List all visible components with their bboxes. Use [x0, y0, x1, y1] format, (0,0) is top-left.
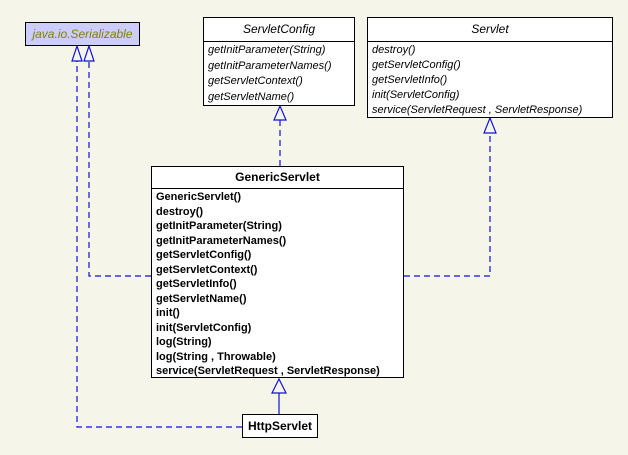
method-item[interactable]: service(ServletRequest , ServletResponse…: [372, 104, 583, 117]
method-item[interactable]: getServletContext(): [208, 75, 303, 88]
method-item[interactable]: getServletContext(): [156, 263, 258, 276]
method-item[interactable]: getServletConfig(): [156, 249, 252, 261]
method-item[interactable]: service(ServletRequest , ServletResponse…: [156, 365, 380, 377]
hollow-triangle-icon: [273, 104, 287, 121]
method-item[interactable]: log(String): [156, 336, 212, 348]
method-item[interactable]: destroy(): [372, 44, 416, 56]
method-item[interactable]: getInitParameter(String): [208, 44, 326, 56]
hollow-triangle-icon: [483, 116, 497, 134]
class-box-httpservlet[interactable]: HttpServlet: [242, 414, 318, 438]
method-item[interactable]: log(String , Throwable): [156, 350, 276, 363]
method-item[interactable]: getInitParameterNames(): [156, 234, 287, 247]
class-box-genericservlet[interactable]: GenericServlet GenericServlet() destroy()…: [151, 166, 404, 378]
class-box-java-io-serializable[interactable]: java.io.Serializable: [25, 22, 140, 46]
generalization-httpservlet-genericservlet[interactable]: [271, 377, 287, 414]
method-item[interactable]: getServletConfig(): [372, 59, 461, 72]
class-box-servlet[interactable]: Servlet destroy() getServletConfig() getSe…: [367, 17, 613, 118]
class-box-servletconfig[interactable]: ServletConfig getInitParameter(String)ge…: [203, 17, 355, 106]
method-item[interactable]: destroy(): [156, 205, 204, 218]
method-list: destroy() getServletConfig() getServletInf…: [368, 42, 612, 118]
method-item[interactable]: getInitParameterNames(): [208, 59, 332, 72]
method-list: GenericServlet() destroy() getInitParamete…: [152, 189, 403, 379]
realization-genericservlet-serializable[interactable]: [83, 44, 151, 277]
hollow-triangle-icon: [71, 44, 83, 62]
class-title: GenericServlet: [152, 167, 403, 189]
hollow-triangle-icon: [83, 44, 95, 62]
method-list: getInitParameter(String) getInitParameter…: [204, 42, 354, 105]
method-item[interactable]: getServletName(): [156, 292, 247, 305]
realization-genericservlet-servletconfig[interactable]: [273, 104, 287, 166]
method-item[interactable]: getInitParameter(String): [156, 220, 282, 232]
hollow-triangle-icon: [271, 377, 287, 394]
method-item[interactable]: init(ServletConfig): [156, 321, 252, 334]
class-title: ServletConfig: [204, 18, 354, 42]
class-title: java.io.Serializable: [32, 27, 133, 41]
class-title: HttpServlet: [247, 419, 312, 433]
method-item[interactable]: init(ServletConfig): [372, 89, 460, 102]
method-item[interactable]: GenericServlet(): [156, 191, 241, 203]
method-item[interactable]: getServletInfo(): [156, 278, 237, 290]
method-item[interactable]: getServletInfo(): [372, 74, 448, 87]
method-item[interactable]: init(): [156, 307, 180, 319]
method-item[interactable]: getServletName(): [208, 90, 295, 103]
realization-genericservlet-servlet[interactable]: [404, 116, 497, 277]
class-title: Servlet: [368, 18, 612, 42]
